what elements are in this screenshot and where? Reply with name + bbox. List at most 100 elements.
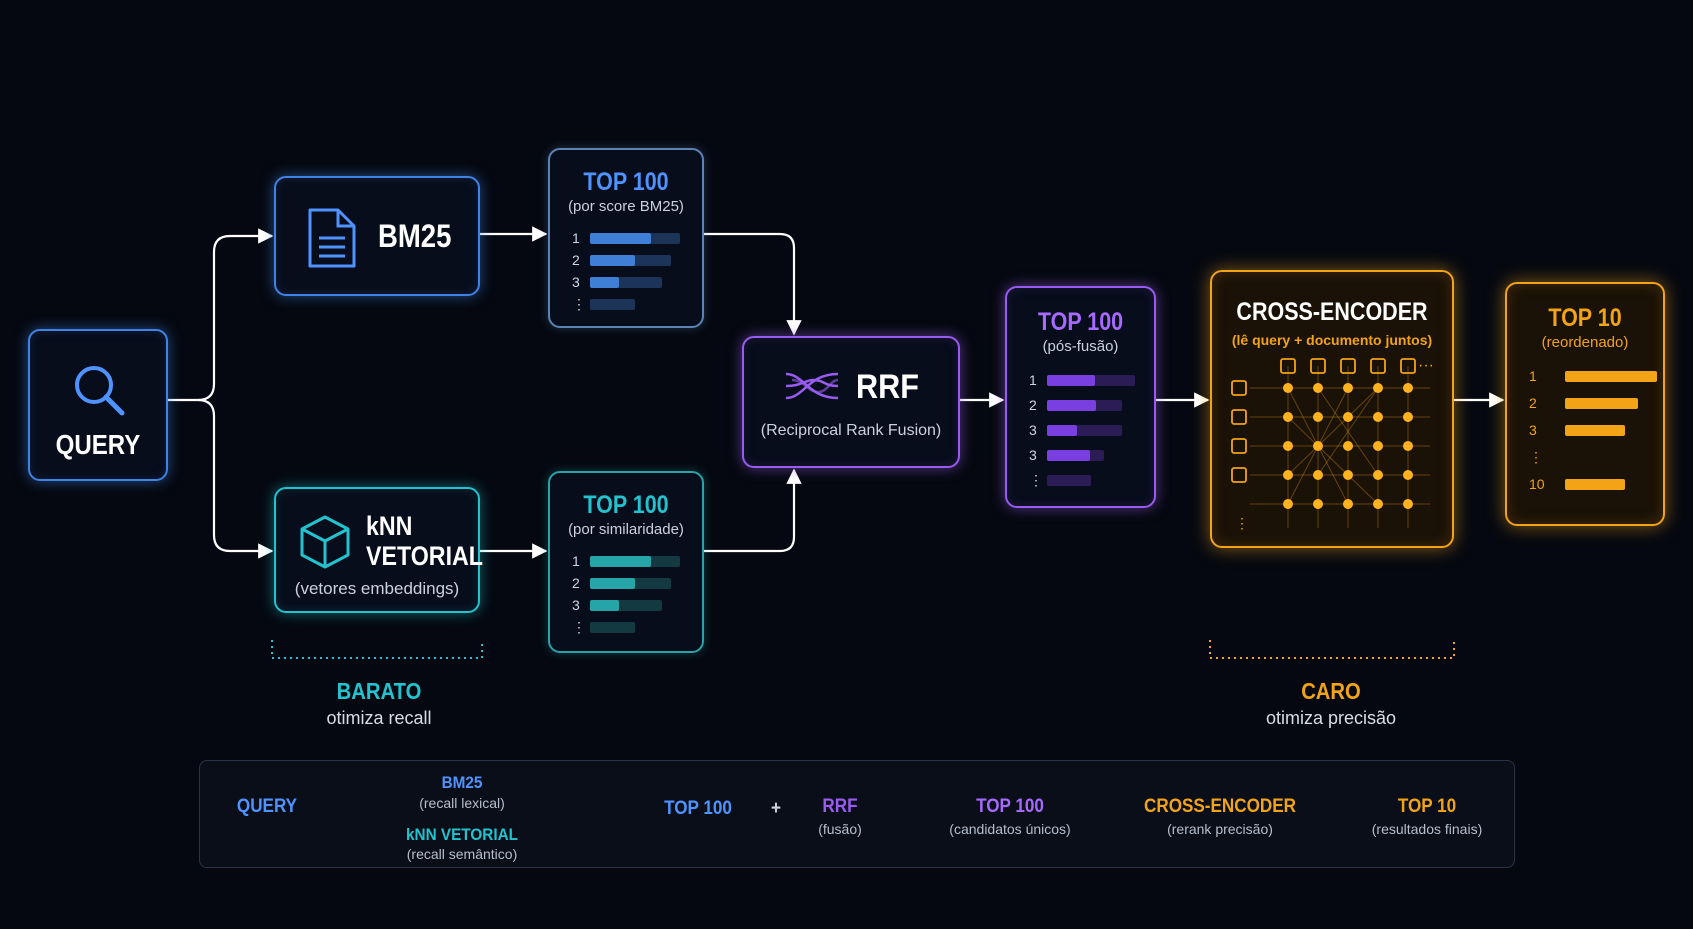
knn-node: kNN VETORIAL (vetores embeddings)	[274, 487, 483, 613]
legend-query: QUERY	[236, 796, 298, 817]
legend-rrf-sub: (fusão)	[818, 821, 862, 837]
rank-number: 2	[1529, 395, 1537, 411]
token-square	[1310, 358, 1326, 374]
bm25-label: BM25	[378, 218, 452, 254]
list-item: 1	[572, 553, 692, 569]
legend-top100: TOP 100	[664, 798, 732, 819]
rank-bar-fill	[590, 556, 652, 567]
neuron-dot	[1283, 441, 1293, 451]
rank-number: ⋮	[572, 619, 586, 635]
rank-number: 3	[1029, 447, 1037, 463]
legend-cross-sub: (rerank precisão)	[1167, 821, 1273, 837]
list-item: 3	[1029, 447, 1144, 463]
neuron-dot	[1313, 383, 1323, 393]
legend-bm25-sub: (recall lexical)	[419, 795, 505, 811]
list-item: 10	[1529, 476, 1655, 492]
rank-bar-track	[590, 600, 662, 611]
rank-bar-fill	[590, 600, 619, 611]
top10-title: TOP 10	[1548, 304, 1622, 332]
list-item: ⋮	[1529, 449, 1655, 465]
knn-subtitle: (vetores embeddings)	[294, 579, 460, 598]
neuron-dot	[1283, 470, 1293, 480]
legend-knn: kNN VETORIAL	[406, 825, 518, 844]
legend-strip	[199, 760, 1515, 868]
neuron-dot	[1283, 412, 1293, 422]
list-item: 2	[1529, 395, 1655, 411]
neuron-dot	[1313, 499, 1323, 509]
legend-top10: TOP 10	[1397, 796, 1457, 817]
rank-bar-track	[590, 556, 680, 567]
list-item: 2	[1029, 397, 1144, 413]
neuron-dot	[1373, 412, 1383, 422]
neuron-dot	[1343, 470, 1353, 480]
neuron-dot	[1403, 441, 1413, 451]
neuron-dot	[1403, 383, 1413, 393]
rrf-node: RRF (Reciprocal Rank Fusion)	[742, 336, 960, 468]
neuron-dot	[1373, 383, 1383, 393]
rank-number: 3	[572, 274, 580, 290]
neuron-dot	[1373, 499, 1383, 509]
rank-number: ⋮	[1029, 472, 1043, 488]
top100-knn-subtitle: (por similaridade)	[568, 521, 684, 538]
cross-encoder-title: CROSS-ENCODER	[1236, 298, 1428, 326]
rank-bar-fill	[1565, 425, 1625, 436]
rank-bar-track	[1565, 479, 1640, 490]
legend-top100b-sub: (candidatos únicos)	[949, 821, 1071, 837]
fusion-icon	[785, 372, 839, 400]
top10-list: 1 2 3 ⋮ 10	[1529, 368, 1657, 520]
knn-label-line1: kNN	[366, 511, 413, 541]
connector-query-bm25	[197, 228, 274, 402]
rank-bar-fill	[590, 255, 635, 266]
rank-bar-track	[590, 578, 671, 589]
neuron-dot	[1373, 470, 1383, 480]
token-square	[1231, 438, 1247, 454]
rank-bar-track	[1047, 425, 1122, 436]
rank-bar-fill	[1047, 375, 1096, 386]
list-item: 1	[572, 230, 692, 246]
top100-knn-list: 1 2 3 ⋮	[572, 553, 692, 645]
rank-bar-track	[590, 277, 662, 288]
neuron-dot	[1343, 412, 1353, 422]
list-item: 2	[572, 575, 692, 591]
neuron-dot	[1373, 441, 1383, 451]
list-item: ⋮	[572, 619, 692, 635]
rank-number: ⋮	[572, 296, 586, 312]
legend-top100b: TOP 100	[976, 796, 1044, 817]
cheap-brace	[271, 640, 483, 659]
neuron-dot	[1283, 499, 1293, 509]
rank-number: ⋮	[1529, 449, 1543, 465]
rank-number: 1	[572, 553, 580, 569]
top100-knn-card: TOP 100 (por similaridade) 1 2 3 ⋮	[548, 471, 704, 653]
rank-bar-track	[590, 299, 635, 310]
rank-bar-fill	[1047, 400, 1096, 411]
list-item: 1	[1529, 368, 1657, 384]
list-item: 3	[1029, 422, 1144, 438]
rank-bar-fill	[1565, 479, 1626, 490]
rank-bar-fill	[1565, 371, 1657, 382]
rank-number: 1	[1029, 372, 1037, 388]
rank-bar-track	[1565, 425, 1648, 436]
top100-knn-title: TOP 100	[583, 491, 669, 519]
rank-bar-track	[1565, 452, 1583, 463]
list-item: 3	[1529, 422, 1655, 438]
top100-fusion-list: 1 2 3 3 ⋮	[1029, 372, 1144, 494]
rank-bar-track	[590, 233, 680, 244]
list-item: 3	[572, 597, 692, 613]
rank-bar-fill	[590, 578, 635, 589]
token-square	[1400, 358, 1416, 374]
neuron-dot	[1343, 499, 1353, 509]
token-square	[1231, 467, 1247, 483]
list-item: ⋮	[1029, 472, 1144, 488]
rank-bar-track	[1047, 450, 1105, 461]
top100-fusion-title: TOP 100	[1037, 308, 1124, 336]
svg-text:···: ···	[1418, 358, 1434, 374]
neuron-dot	[1313, 412, 1323, 422]
neuron-dot	[1343, 441, 1353, 451]
search-icon	[75, 366, 125, 416]
list-item: 3	[572, 274, 692, 290]
legend-bm25: BM25	[441, 773, 483, 792]
neuron-dot	[1403, 470, 1413, 480]
